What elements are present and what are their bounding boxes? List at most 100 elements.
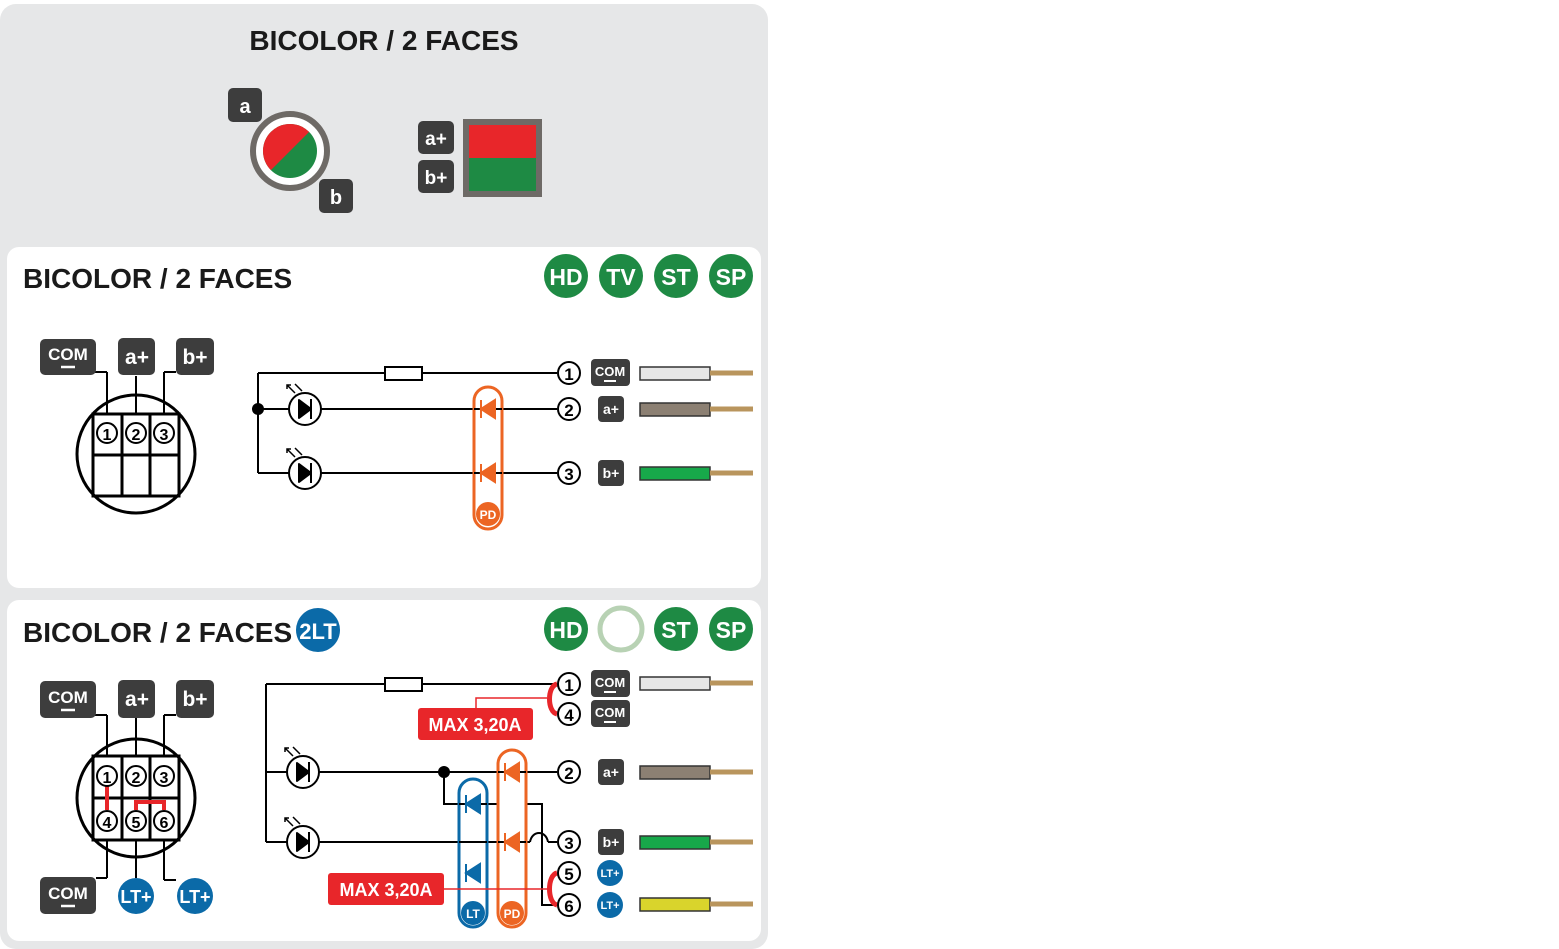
panel1-terminal-a-plus: a+ xyxy=(118,338,155,375)
panel1-badge-st: ST xyxy=(654,254,698,298)
svg-text:PD: PD xyxy=(480,508,497,522)
panel2-pin-2: 2 xyxy=(125,765,147,787)
panel2-pin-4: 4 xyxy=(96,810,118,832)
svg-text:2: 2 xyxy=(564,401,573,420)
panel1-junction xyxy=(252,403,264,415)
panel1-wire-1: 1 COM xyxy=(557,359,753,386)
panel2-terminal-lt-plus-2: LT+ xyxy=(177,878,213,914)
svg-text:MAX 3,20A: MAX 3,20A xyxy=(428,715,521,735)
label-a-badge: a xyxy=(228,88,262,122)
svg-text:a+: a+ xyxy=(125,688,149,711)
panel2-badge-sp: SP xyxy=(709,607,753,651)
panel1-pin-3: 3 xyxy=(153,422,175,444)
label-b-badge: b xyxy=(319,179,353,213)
svg-text:SP: SP xyxy=(716,617,747,643)
panel2-wire-5: 5 LT+ xyxy=(557,860,623,886)
svg-text:PD: PD xyxy=(504,907,521,921)
svg-text:1: 1 xyxy=(103,770,112,787)
panel2-badge-st: ST xyxy=(654,607,698,651)
svg-text:5: 5 xyxy=(564,865,573,884)
panel2-max-label-bottom: MAX 3,20A xyxy=(328,873,444,905)
svg-text:3: 3 xyxy=(564,465,573,484)
svg-text:COM: COM xyxy=(48,345,88,364)
svg-text:b+: b+ xyxy=(425,168,448,189)
panel2-title: BICOLOR / 2 FACES xyxy=(23,617,292,648)
bicolor-lamp-icon xyxy=(250,111,330,191)
panel1-terminal-com: COM xyxy=(40,339,96,375)
panel2-terminal-com-top: COM xyxy=(40,681,96,718)
header-title: BICOLOR / 2 FACES xyxy=(249,25,518,56)
svg-text:COM: COM xyxy=(48,688,88,707)
svg-text:LT+: LT+ xyxy=(600,868,619,880)
panel2-pin-6: 6 xyxy=(153,810,175,832)
panel2-pin-3: 3 xyxy=(153,765,175,787)
svg-text:COM: COM xyxy=(595,705,625,720)
svg-text:1: 1 xyxy=(564,676,573,695)
svg-text:LT+: LT+ xyxy=(179,887,210,907)
svg-text:LT+: LT+ xyxy=(120,887,151,907)
svg-text:3: 3 xyxy=(564,834,573,853)
panel2-wire-3: 3 b+ xyxy=(557,829,753,855)
svg-text:COM: COM xyxy=(48,884,88,903)
svg-text:6: 6 xyxy=(160,815,169,832)
panel1-resistor xyxy=(384,366,423,381)
panel2-max-label-top: MAX 3,20A xyxy=(418,708,533,740)
svg-text:a+: a+ xyxy=(603,401,619,417)
svg-text:4: 4 xyxy=(564,706,574,725)
svg-text:ST: ST xyxy=(661,264,690,290)
panel2-wire-2: 2 a+ xyxy=(557,759,753,785)
panel1-badge-sp: SP xyxy=(709,254,753,298)
panel1-terminal-b-plus: b+ xyxy=(176,338,214,375)
svg-text:COM: COM xyxy=(595,364,625,379)
svg-text:TV: TV xyxy=(606,264,636,290)
svg-text:1: 1 xyxy=(564,365,573,384)
panel2-bridge-right-5-6 xyxy=(444,870,559,908)
svg-text:b: b xyxy=(330,187,342,209)
panel1-connector xyxy=(75,371,197,515)
panel2-terminal-lt-plus-1: LT+ xyxy=(118,878,154,914)
panel2-pin-5: 5 xyxy=(125,810,147,832)
panel2-wire-4: 4 COM xyxy=(557,700,630,727)
panel1-wire-2: 2 a+ xyxy=(557,396,753,422)
panel2-badge-hd: HD xyxy=(544,607,588,651)
svg-text:2LT: 2LT xyxy=(299,619,337,644)
svg-text:5: 5 xyxy=(132,815,141,832)
panel2-bridge-right-1-4 xyxy=(475,681,559,717)
svg-text:MAX 3,20A: MAX 3,20A xyxy=(339,880,432,900)
svg-text:4: 4 xyxy=(103,815,112,832)
panel2-pd-block: PD xyxy=(496,748,528,929)
panel2-wire-1: 1 COM xyxy=(557,670,753,697)
label-a-plus-badge: a+ xyxy=(418,121,454,154)
svg-text:a: a xyxy=(239,96,251,118)
svg-text:LT+: LT+ xyxy=(600,900,619,912)
svg-text:COM: COM xyxy=(595,675,625,690)
panel2-bridge-5-6 xyxy=(134,800,166,810)
svg-text:a+: a+ xyxy=(603,764,619,780)
svg-text:6: 6 xyxy=(564,897,573,916)
svg-text:b+: b+ xyxy=(182,346,207,369)
panel-standard xyxy=(7,247,761,588)
panel2-resistor xyxy=(384,677,423,692)
svg-text:a+: a+ xyxy=(125,346,149,369)
panel1-badge-hd: HD xyxy=(544,254,588,298)
svg-text:2: 2 xyxy=(132,770,141,787)
svg-text:ST: ST xyxy=(661,617,690,643)
svg-text:b+: b+ xyxy=(603,834,620,850)
label-b-plus-badge: b+ xyxy=(418,160,454,193)
panel1-pin-1: 1 xyxy=(96,422,118,444)
panel2-tag-2lt: 2LT xyxy=(296,608,340,652)
panel2-terminal-a-plus: a+ xyxy=(118,680,155,718)
svg-text:SP: SP xyxy=(716,264,747,290)
svg-text:b+: b+ xyxy=(603,465,620,481)
panel1-pin-2: 2 xyxy=(125,422,147,444)
panel2-terminal-com-bottom: COM xyxy=(40,877,96,914)
svg-text:2: 2 xyxy=(564,764,573,783)
panel2-wire-6: 6 LT+ xyxy=(557,892,753,918)
svg-text:b+: b+ xyxy=(182,688,207,711)
panel2-lt-block: LT xyxy=(457,777,489,929)
svg-text:3: 3 xyxy=(160,770,169,787)
panel1-pd-block: PD xyxy=(472,385,504,531)
svg-text:1: 1 xyxy=(103,427,112,444)
panel2-junction xyxy=(438,766,450,778)
